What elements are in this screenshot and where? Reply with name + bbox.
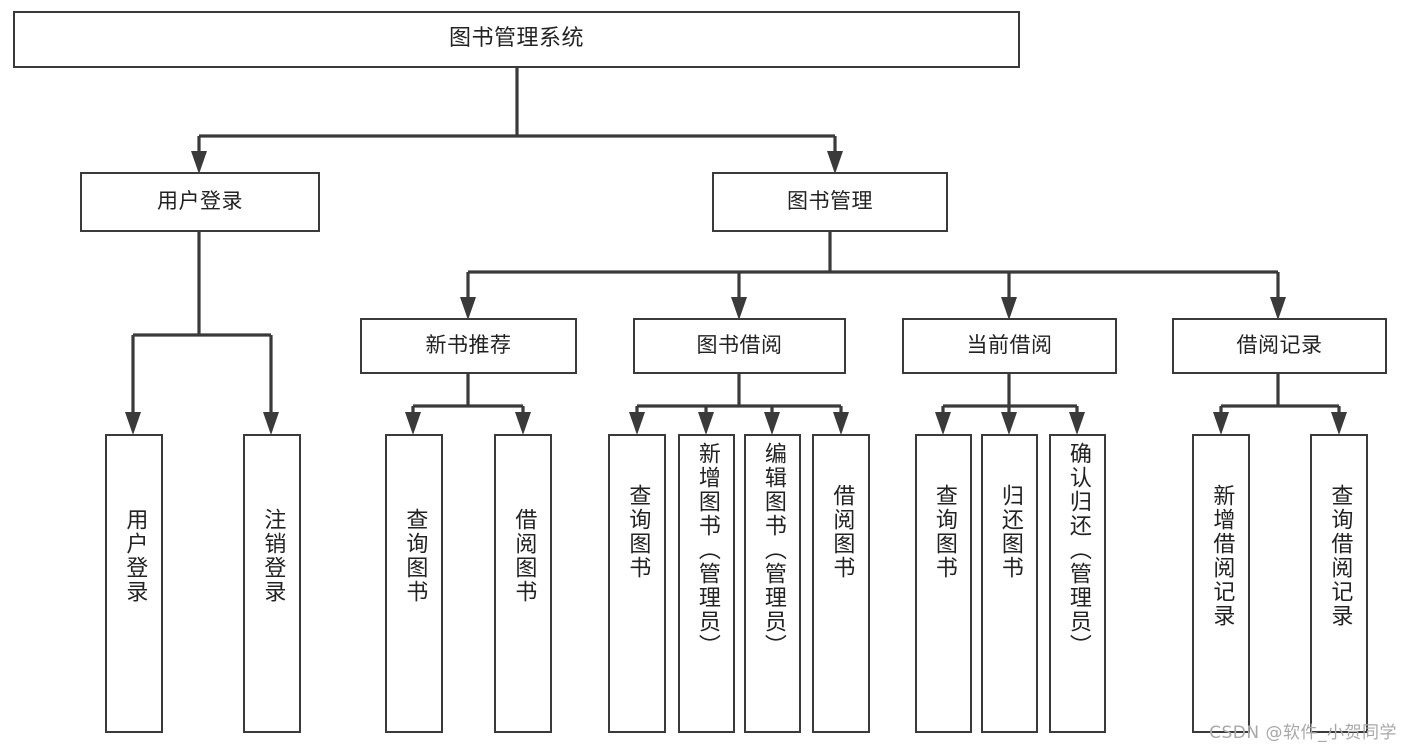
node-user-login[interactable]: 用户登录 [80, 172, 320, 232]
node-label: 借阅图书 [829, 484, 855, 580]
arrowhead-to-current [1001, 297, 1017, 320]
leaf-query-book-current[interactable]: 查询图书 [915, 434, 972, 733]
arrowhead-leaf-2 [263, 412, 279, 435]
node-label: 查询借阅记录 [1327, 484, 1353, 628]
node-label: 借阅图书 [511, 508, 537, 604]
node-label: 新书推荐 [425, 333, 512, 358]
node-label: 注销登录 [260, 508, 286, 604]
leaf-query-borrow-record[interactable]: 查询借阅记录 [1310, 434, 1368, 733]
node-label: 借阅记录 [1236, 333, 1323, 358]
leaf-borrow-book-newbook[interactable]: 借阅图书 [494, 434, 552, 733]
node-label: 归还图书 [997, 484, 1023, 580]
leaf-edit-book-admin[interactable]: 编辑图书（管理员） [744, 434, 801, 733]
node-label: 编辑图书（管理员） [760, 442, 786, 658]
node-label: 用户登录 [122, 508, 148, 604]
node-label: 新增借阅记录 [1209, 484, 1235, 628]
leaf-borrow-book-borrow[interactable]: 借阅图书 [812, 434, 870, 733]
leaf-return-book[interactable]: 归还图书 [981, 434, 1038, 733]
arrowhead-to-user-login [191, 151, 207, 174]
arrowhead-to-borrow [731, 297, 747, 320]
leaf-add-borrow-record[interactable]: 新增借阅记录 [1192, 434, 1250, 733]
arrowhead-leaf-11 [1069, 412, 1085, 435]
arrowhead-leaf-6 [698, 412, 714, 435]
arrowhead-leaf-5 [629, 412, 645, 435]
leaf-query-book-newbook[interactable]: 查询图书 [385, 434, 443, 733]
arrowhead-leaf-1 [125, 412, 141, 435]
arrowhead-leaf-12 [1213, 412, 1229, 435]
node-new-book-recommend[interactable]: 新书推荐 [360, 318, 577, 374]
leaf-user-login[interactable]: 用户登录 [105, 434, 163, 733]
node-label: 查询图书 [402, 508, 428, 604]
node-current-borrow[interactable]: 当前借阅 [902, 318, 1117, 374]
leaf-logout[interactable]: 注销登录 [243, 434, 301, 733]
node-label: 查询图书 [625, 484, 651, 580]
node-book-management[interactable]: 图书管理 [712, 172, 948, 232]
node-book-borrow[interactable]: 图书借阅 [633, 318, 846, 374]
node-label: 用户登录 [157, 189, 243, 214]
watermark-text: CSDN @软件_小贺同学 [1209, 723, 1397, 743]
arrowhead-to-newbook [460, 297, 476, 320]
node-label: 确认归还（管理员） [1065, 442, 1091, 658]
node-borrow-records[interactable]: 借阅记录 [1172, 318, 1387, 374]
arrowhead-leaf-13 [1331, 412, 1347, 435]
arrowhead-leaf-3 [405, 412, 421, 435]
node-label: 图书管理系统 [448, 26, 584, 52]
arrowhead-leaf-10 [1001, 412, 1017, 435]
arrowhead-leaf-9 [935, 412, 951, 435]
node-label: 当前借阅 [966, 333, 1053, 358]
leaf-add-book-admin[interactable]: 新增图书（管理员） [678, 434, 735, 733]
arrowhead-leaf-8 [833, 412, 849, 435]
arrowhead-leaf-7 [764, 412, 780, 435]
node-label: 查询图书 [931, 484, 957, 580]
node-label: 图书管理 [787, 189, 873, 214]
arrowhead-leaf-4 [515, 412, 531, 435]
arrowhead-to-records [1270, 297, 1286, 320]
leaf-confirm-return-admin[interactable]: 确认归还（管理员） [1049, 434, 1106, 733]
arrowhead-to-book-mgmt [827, 151, 843, 174]
leaf-query-book-borrow[interactable]: 查询图书 [608, 434, 666, 733]
node-label: 图书借阅 [696, 333, 783, 358]
node-root-system[interactable]: 图书管理系统 [13, 11, 1020, 68]
node-label: 新增图书（管理员） [694, 442, 720, 658]
